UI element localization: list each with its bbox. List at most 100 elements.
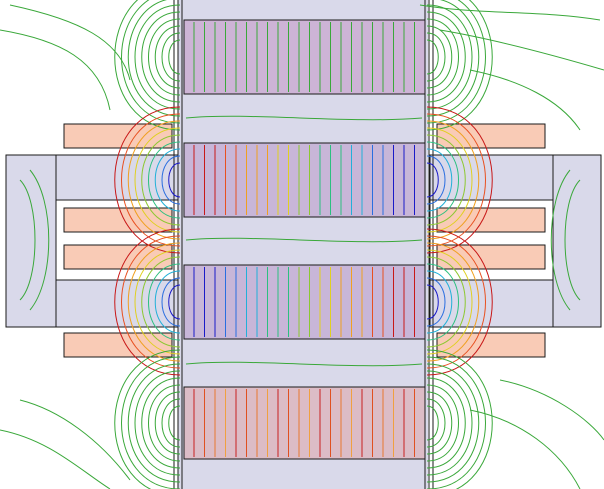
contour-lobe bbox=[161, 155, 181, 205]
contour-lobe bbox=[426, 398, 446, 448]
contour-lobe bbox=[134, 370, 181, 476]
contour-lobe bbox=[426, 391, 453, 455]
coil-right-2 bbox=[436, 207, 546, 233]
right-outer-frame bbox=[552, 154, 602, 328]
contour-lobe bbox=[426, 148, 453, 212]
contour-lobe bbox=[426, 155, 446, 205]
contour-lobe bbox=[168, 405, 181, 441]
contour-gap-line bbox=[185, 237, 423, 243]
contour-lobe bbox=[426, 384, 459, 462]
left-outer-frame bbox=[5, 154, 57, 328]
contour-lobe bbox=[121, 0, 181, 124]
contour-lobe bbox=[141, 256, 181, 348]
contour-lobe bbox=[161, 398, 181, 448]
contour-outer-line bbox=[499, 379, 604, 441]
contour-lobe bbox=[148, 263, 181, 341]
contour-outer-line bbox=[439, 29, 604, 71]
contour-lobe bbox=[148, 18, 181, 96]
contour-lobe bbox=[426, 405, 439, 441]
contour-outer-line bbox=[0, 29, 111, 111]
contour-lobe bbox=[134, 249, 181, 355]
contour-lobe bbox=[154, 270, 181, 334]
contour-outer-line bbox=[19, 179, 36, 301]
left-rail bbox=[173, 0, 183, 489]
contour-lobe bbox=[114, 349, 181, 489]
coil-right-3 bbox=[436, 244, 546, 270]
contour-outer-line bbox=[19, 399, 131, 481]
contour-lobe bbox=[121, 356, 181, 489]
contour-outer-line bbox=[469, 69, 581, 131]
contour-lobe bbox=[426, 349, 493, 489]
contour-lobe bbox=[168, 39, 181, 75]
contour-lobe bbox=[426, 162, 439, 198]
contour-lobe bbox=[426, 377, 466, 469]
contour-lobe bbox=[426, 277, 446, 327]
magnet-bottom bbox=[183, 386, 426, 460]
contour-lobe bbox=[426, 11, 466, 103]
magnet-top bbox=[183, 19, 426, 95]
contour-lobe bbox=[426, 18, 459, 96]
contour-gap-line bbox=[185, 115, 423, 121]
contour-lobe bbox=[426, 4, 473, 110]
contour-lobe bbox=[426, 228, 493, 376]
contour-lobe bbox=[148, 141, 181, 219]
contour-lobe bbox=[121, 235, 181, 369]
coil-right-1 bbox=[436, 123, 546, 149]
contour-outer-line bbox=[29, 169, 50, 311]
contour-lobe bbox=[426, 0, 486, 124]
contour-lobe bbox=[141, 11, 181, 103]
contour-outer-line bbox=[550, 169, 571, 311]
contour-lobe bbox=[426, 141, 459, 219]
contour-lobe bbox=[426, 284, 439, 320]
contour-lobe bbox=[161, 32, 181, 82]
contour-lobe bbox=[127, 363, 181, 483]
contour-lobe bbox=[426, 256, 466, 348]
contour-lobe bbox=[426, 249, 473, 355]
contour-lobe bbox=[154, 148, 181, 212]
contour-lobe bbox=[426, 106, 493, 254]
contour-lobe bbox=[426, 270, 453, 334]
contour-outer-line bbox=[419, 4, 601, 21]
contour-outer-line bbox=[469, 409, 581, 489]
coil-left-4 bbox=[63, 332, 173, 358]
contour-lobe bbox=[114, 228, 181, 376]
contour-lobe bbox=[134, 4, 181, 110]
contour-lobe bbox=[426, 120, 480, 240]
contour-lobe bbox=[127, 0, 181, 117]
right-rail bbox=[424, 0, 434, 489]
contour-lobe bbox=[154, 391, 181, 455]
contour-lobe bbox=[426, 0, 493, 131]
contour-lobe bbox=[121, 113, 181, 247]
contour-lobe bbox=[114, 0, 181, 131]
contour-gap-line bbox=[185, 361, 423, 367]
contour-outer-line bbox=[9, 4, 131, 81]
contour-lobe bbox=[134, 127, 181, 233]
contour-lobe bbox=[141, 377, 181, 469]
contour-lobe bbox=[127, 242, 181, 362]
coil-left-3 bbox=[63, 244, 173, 270]
contour-lobe bbox=[114, 106, 181, 254]
contour-lobe bbox=[426, 39, 439, 75]
contour-lobe bbox=[168, 162, 181, 198]
contour-lobe bbox=[426, 127, 473, 233]
contour-lobe bbox=[161, 277, 181, 327]
contour-lobe bbox=[148, 384, 181, 462]
contour-outer-line bbox=[0, 429, 111, 489]
contour-lobe bbox=[426, 0, 480, 117]
contour-lobe bbox=[426, 134, 466, 226]
contour-lobe bbox=[426, 242, 480, 362]
contour-lobe bbox=[426, 113, 486, 247]
contour-lobe bbox=[426, 370, 473, 476]
contour-lobe bbox=[426, 356, 486, 489]
contour-lobe bbox=[168, 284, 181, 320]
contour-lobe bbox=[127, 120, 181, 240]
contour-outer-line bbox=[564, 179, 581, 301]
contour-lobe bbox=[154, 25, 181, 89]
contour-lobe bbox=[426, 32, 446, 82]
magnet-lower-mid bbox=[183, 264, 426, 340]
contour-lobe bbox=[426, 263, 459, 341]
contour-lobe bbox=[426, 363, 480, 483]
magnet-upper-mid bbox=[183, 142, 426, 218]
coil-left-2 bbox=[63, 207, 173, 233]
